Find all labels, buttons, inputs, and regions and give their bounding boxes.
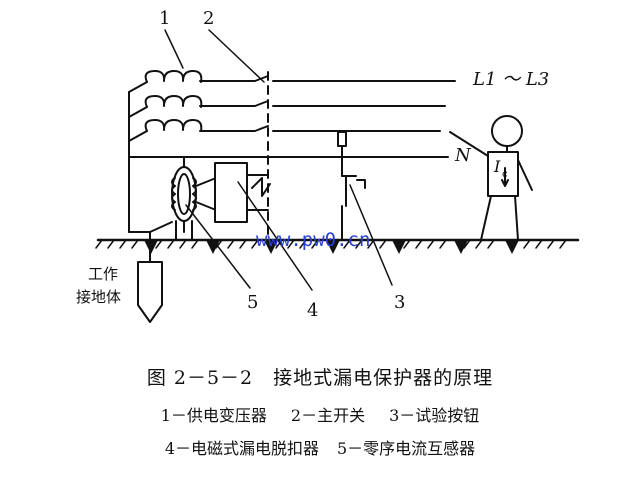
label-3: 3	[394, 292, 405, 313]
supply-transformer	[128, 70, 203, 233]
figure-caption-title: 图 2－5－2 接地式漏电保护器的原理	[146, 367, 494, 389]
leader-3	[349, 184, 393, 286]
transformer-winding-3	[144, 119, 203, 132]
figure-legend-line-2: 4－电磁式漏电脱扣器 5－零序电流互感器	[0, 435, 640, 459]
leakage-release	[195, 162, 271, 223]
leader-4	[237, 181, 313, 291]
legend-item-5: 5－零序电流互感器	[337, 439, 476, 458]
label-current: I	[493, 157, 501, 176]
leader-5	[185, 204, 251, 289]
legend-item-3: 3－试验按钮	[389, 406, 480, 425]
test-button	[337, 130, 366, 241]
leader-2	[208, 29, 265, 83]
legend-item-4: 4－电磁式漏电脱扣器	[164, 439, 319, 458]
label-4: 4	[307, 300, 318, 321]
watermark: www.pw0.cn	[256, 229, 370, 251]
legend-item-2: 2－主开关	[290, 406, 366, 425]
person-figure	[449, 115, 533, 241]
leader-1	[164, 29, 184, 69]
legend-item-1: 1－供电变压器	[160, 406, 267, 425]
label-2: 2	[203, 8, 214, 29]
ground-markers	[144, 240, 519, 254]
label-neutral: N	[454, 145, 472, 166]
phase-lines	[199, 75, 456, 132]
label-5: 5	[247, 292, 258, 313]
label-1: 1	[159, 8, 170, 29]
transformer-winding-1	[144, 70, 203, 83]
label-ground-line1: 工作	[88, 265, 118, 283]
label-phase: L1 ～ L3	[472, 69, 549, 90]
transformer-winding-2	[144, 95, 203, 108]
ground-electrode	[137, 243, 163, 323]
zero-sequence-ct	[171, 156, 197, 241]
label-current-sub: c	[502, 169, 508, 180]
label-ground-line2: 接地体	[76, 288, 121, 306]
figure-legend-line-1: 1－供电变压器 2－主开关 3－试验按钮	[0, 402, 640, 426]
